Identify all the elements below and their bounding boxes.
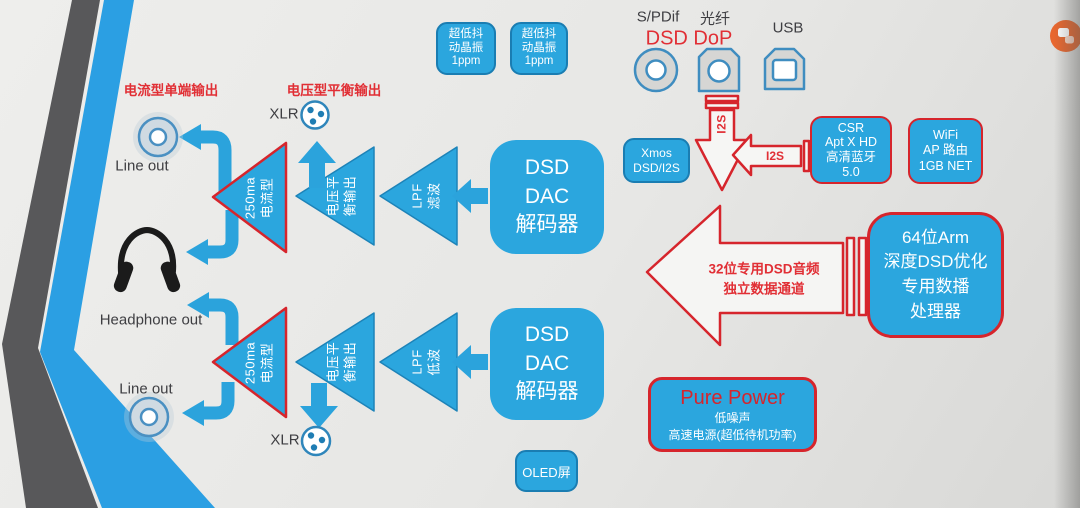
- csr-bluetooth-box: CSR Apt X HD 高清蓝牙 5.0: [810, 116, 892, 184]
- oscillator-box-1: 超低抖 动晶振 1ppm: [436, 22, 496, 75]
- amp-label-lpf-bottom: LPF 低波: [409, 348, 441, 376]
- optical-toslink-icon: [697, 47, 741, 93]
- curved-arrow-lineout-bottom: [203, 382, 235, 420]
- xlr-connector-bottom-icon: [300, 425, 332, 457]
- i2s-down-arrow: [694, 94, 750, 192]
- curved-arrow-lineout-top: [200, 130, 232, 196]
- data-channel-arrow: [645, 204, 868, 347]
- arrow-left-dac-to-lpf-top: [452, 179, 488, 213]
- amp-triangle-balanced-bottom: [295, 312, 375, 412]
- right-edge-shadow: [1054, 0, 1080, 508]
- curved-arrow-headphone-bottom: [208, 298, 239, 345]
- xlr-top-label: XLR: [269, 105, 299, 123]
- amp-triangle-balanced-top: [295, 146, 375, 246]
- frame-stripe-dark: [2, 0, 100, 508]
- optical-label: 光纤: [699, 10, 731, 28]
- curved-arrow-headphone-top-head: [186, 239, 208, 265]
- rca-lineout-bottom-icon: [124, 392, 174, 442]
- xlr-connector-top-icon: [300, 100, 330, 130]
- curved-arrow-lineout-bottom-head: [182, 400, 204, 426]
- arm-processor-box: 64位Arm 深度DSD优化 专用数播 处理器: [867, 212, 1004, 338]
- watermark-logo-icon: [1050, 20, 1080, 52]
- amp-triangle-current-bottom: [211, 306, 288, 419]
- pure-power-title: Pure Power: [680, 387, 785, 410]
- amp-label-lpf-top: LPF 滤波: [409, 182, 441, 210]
- xlr-bottom-label: XLR: [270, 431, 300, 449]
- arrow-up-xlr-top: [298, 141, 336, 188]
- amp-label-balanced-bottom: 电压平 衡输出: [325, 341, 357, 383]
- oscillator-box-2: 超低抖 动晶振 1ppm: [510, 22, 568, 75]
- lineout-top-label: Line out: [115, 157, 169, 175]
- data-channel-label: 32位专用DSD音频 独立数据通道: [708, 261, 820, 296]
- voltage-output-label: 电压型平衡输出: [286, 83, 382, 98]
- i2s-down-label: I2S: [714, 114, 729, 134]
- i2s-left-label: I2S: [765, 149, 785, 163]
- amp-label-current-top: 250ma 电流型: [242, 176, 274, 220]
- spdif-label: S/PDif: [636, 8, 680, 26]
- dac-box-bottom: DSD DAC 解码器: [490, 308, 604, 420]
- pure-power-box: Pure Power 低噪声 高速电源(超低待机功率): [648, 377, 817, 452]
- dsd-dop-label: DSD DoP: [645, 27, 733, 50]
- headphone-out-label: Headphone out: [99, 311, 203, 329]
- curved-arrow-headphone-top: [207, 210, 239, 259]
- amp-label-balanced-top: 电压平 衡输出: [325, 175, 357, 217]
- arrow-down-xlr-bottom: [300, 383, 338, 428]
- amp-label-current-bottom: 250ma 电流型: [242, 341, 274, 385]
- frame-stripe-blue: [40, 0, 215, 508]
- curved-arrow-headphone-bottom-head: [187, 292, 209, 318]
- arrow-left-dac-to-lpf-bottom: [452, 345, 488, 379]
- spdif-coax-icon: [633, 47, 679, 93]
- oled-box: OLED屏: [515, 450, 578, 492]
- lineout-bottom-label: Line out: [119, 380, 173, 398]
- wifi-box: WiFi AP 路由 1GB NET: [908, 118, 983, 184]
- xmos-box: Xmos DSD/I2S: [623, 138, 690, 183]
- amp-triangle-current-top: [211, 141, 288, 254]
- headphone-icon: [113, 227, 181, 293]
- current-output-label: 电流型单端输出: [123, 83, 219, 98]
- usb-label: USB: [772, 19, 804, 37]
- curved-arrow-lineout-top-head: [179, 124, 201, 150]
- dac-box-top: DSD DAC 解码器: [490, 140, 604, 254]
- rca-lineout-top-icon: [133, 112, 183, 162]
- pure-power-sub: 低噪声 高速电源(超低待机功率): [668, 411, 797, 442]
- usb-port-icon: [763, 47, 806, 91]
